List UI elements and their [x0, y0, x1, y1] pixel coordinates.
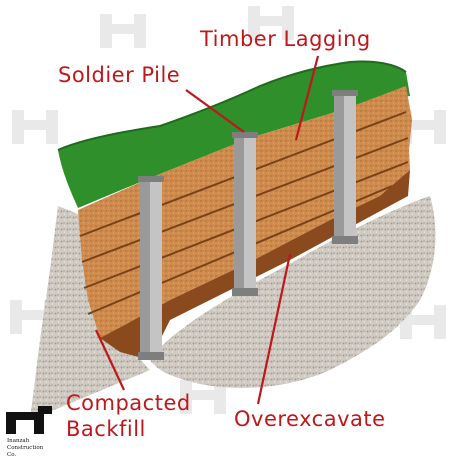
logo-line-2: Construction: [7, 445, 44, 451]
timber-lagging-label: Timber Lagging: [199, 27, 371, 51]
leader-lines: [95, 55, 320, 405]
compacted-backfill-leader: [95, 329, 125, 391]
grass-edge: [57, 60, 407, 151]
overexcavate-leader: [256, 253, 292, 405]
soldier-pile: [138, 176, 164, 360]
timber-lagging-leader: [294, 55, 320, 141]
overexcavate-area: [150, 196, 436, 388]
soldier-piles: [138, 90, 358, 360]
backfill-label: Backfill: [66, 417, 146, 441]
soldier-pile-leader: [185, 89, 245, 133]
soldier-pile: [332, 90, 358, 244]
soldier-pile-label: Soldier Pile: [58, 63, 180, 87]
company-logo: Inanzah Construction Co.: [6, 406, 52, 458]
soldier-pile: [232, 132, 258, 296]
logo-line-3: Co.: [7, 452, 16, 458]
overexcavate-label: Overexcavate: [234, 407, 386, 431]
logo-line-1: Inanzah: [7, 438, 30, 444]
compacted-label: Compacted: [66, 391, 191, 415]
